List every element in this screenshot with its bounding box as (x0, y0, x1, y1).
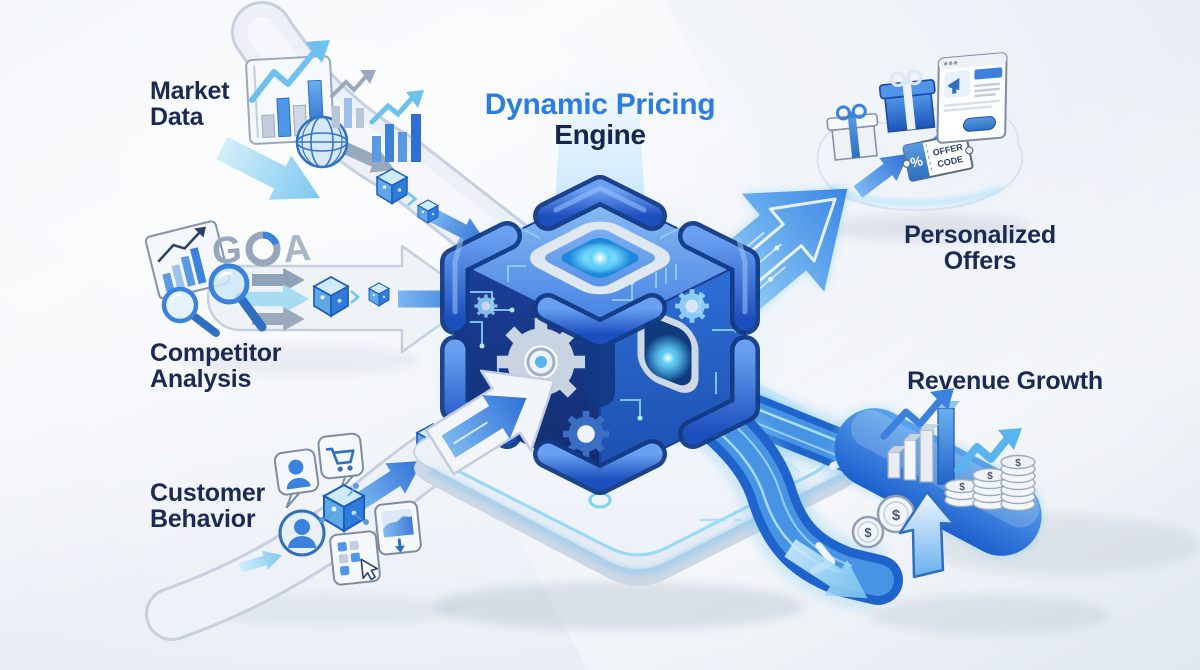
revenue-growth-platform: $ $ $ (834, 388, 1042, 556)
click-tracking-panel-icon (329, 530, 381, 586)
magnifier-icon (161, 286, 220, 337)
gift-box-blue-icon (878, 69, 936, 133)
dollar-coin-symbol: $ (987, 471, 993, 482)
coin-stacks-icon: $ $ $ (944, 454, 1036, 512)
dollar-coin-symbol: $ (959, 482, 965, 493)
personalized-offers-platform: % OFFER CODE (816, 52, 1024, 212)
engagement-chart-panel-icon (374, 500, 422, 556)
growth-arrow-icon (249, 40, 330, 103)
cursor-icon (360, 558, 379, 581)
dollar-coin-icon: $ (851, 515, 885, 549)
competitor-logo-a: A (281, 227, 312, 271)
magnifier-icon (208, 263, 267, 332)
data-cube-cluster-icon (319, 483, 369, 532)
gift-box-white-icon (826, 103, 879, 161)
promo-browser-window-icon (936, 52, 1008, 144)
cart-speech-bubble-icon (317, 432, 365, 490)
pricing-uplift-group: $ $ (778, 490, 956, 616)
label-competitor-analysis: Competitor Analysis (150, 339, 282, 394)
globe-icon (295, 115, 349, 169)
label-market-data: Market Data (150, 77, 230, 132)
diagram-title: Dynamic Pricing Engine (420, 88, 780, 150)
offer-coupon-icon: % OFFER CODE (902, 132, 974, 182)
customer-avatar-icon (278, 509, 326, 557)
title-line-1: Dynamic Pricing (484, 88, 716, 121)
market-data-icons (245, 40, 424, 169)
percent-symbol: % (909, 152, 925, 170)
gear-icon (675, 289, 709, 323)
label-revenue-growth: Revenue Growth (907, 367, 1103, 395)
user-speech-bubble-icon (273, 448, 320, 509)
customer-behavior-icons (273, 432, 422, 586)
megaphone-icon (948, 78, 960, 91)
competitor-logo-pie-icon (245, 231, 281, 267)
mini-bar-chart-icon (369, 90, 424, 162)
competitor-analysis-icons: G A (144, 220, 312, 337)
title-line-2: Engine (554, 119, 646, 150)
gear-icon (474, 294, 498, 318)
dollar-coin-symbol: $ (864, 525, 872, 540)
competitor-chart-panel-icon (144, 220, 231, 300)
dollar-coin-symbol: $ (1015, 458, 1021, 469)
bar-chart-3d-icon (880, 388, 960, 485)
cube-corner-brackets (440, 175, 760, 495)
customer-input-arrow (424, 369, 556, 476)
lens-port-icon (637, 311, 699, 393)
soft-shadows (180, 214, 1200, 635)
price-up-arrow-icon (898, 490, 956, 579)
growth-zigzag-arrow-icon (954, 428, 1022, 474)
mini-bar-chart-icon (330, 70, 376, 128)
cta-button (963, 116, 996, 132)
dollar-coin-symbol: $ (892, 507, 901, 524)
label-customer-behavior: Customer Behavior (150, 479, 266, 534)
label-personalized-offers: Personalized Offers (904, 221, 1056, 276)
